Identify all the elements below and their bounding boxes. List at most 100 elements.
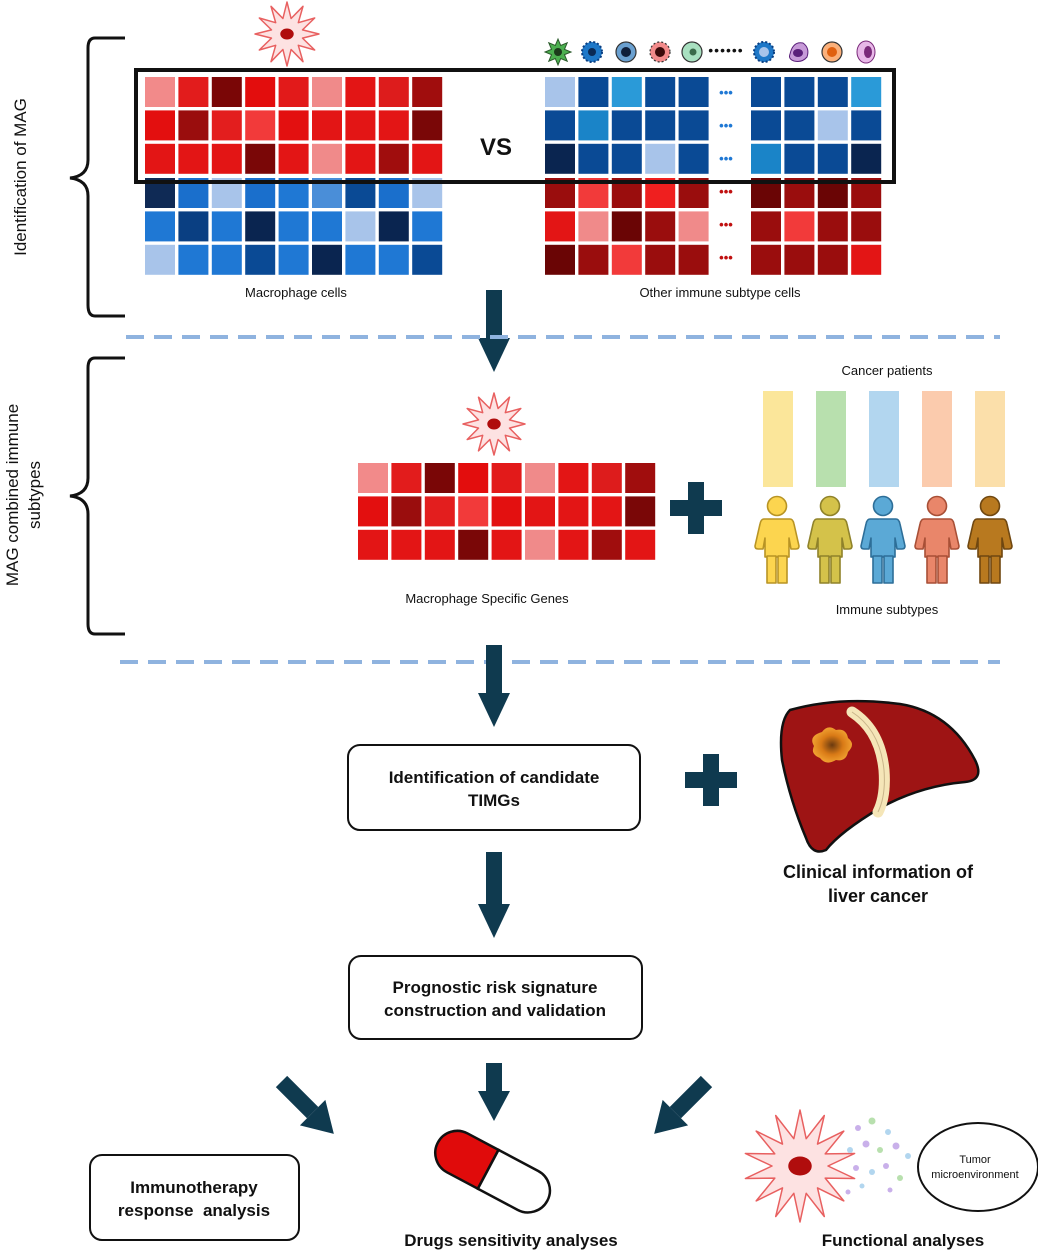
other-blue-cell	[784, 110, 815, 141]
macrophage-nucleus	[487, 418, 501, 430]
macrophage-red-cell	[345, 110, 376, 141]
macrophage-red-cell	[278, 110, 309, 141]
other-blue-cell	[545, 77, 575, 107]
immune-subtypes-label: Immune subtypes	[836, 602, 939, 617]
macrophage-cells-heatmap	[145, 77, 443, 275]
other-immune-heatmap	[545, 77, 882, 275]
macrophage-blue-cell	[378, 211, 409, 242]
genes-red-cell	[491, 496, 522, 527]
patient-bar	[763, 391, 793, 487]
person-icon	[754, 495, 800, 584]
liver-caption-line1: Clinical information of	[783, 862, 974, 882]
other-red-cell	[751, 211, 781, 242]
macrophage-blue-cell	[412, 211, 443, 242]
other-red-cell	[611, 244, 642, 275]
macrophage-red-cell	[145, 143, 175, 174]
genes-red-cell	[358, 463, 388, 493]
genes-red-cell	[424, 463, 455, 493]
dendritic-cell-icon	[543, 37, 573, 67]
other-blue-cell	[784, 143, 815, 174]
section-bracket-identification	[69, 36, 125, 318]
macrophage-red-cell	[378, 77, 409, 107]
macrophage-blue-cell	[278, 244, 309, 275]
candidate-timgs-line2: TIMGs	[468, 791, 520, 810]
other-red-cell	[578, 244, 609, 275]
patient-bar	[922, 391, 952, 487]
arrow-down-right	[654, 1075, 713, 1134]
other-blue-cell	[851, 77, 882, 107]
arrow-down-center	[478, 1063, 510, 1121]
other-blue-cell	[578, 110, 609, 141]
macrophage-red-cell	[211, 110, 242, 141]
macrophage-blue-cell	[345, 211, 376, 242]
other-red-cell	[678, 211, 709, 242]
other-blue-cell	[578, 77, 609, 107]
macrophage-blue-cell	[211, 211, 242, 242]
section-label-identification: Identification of MAG	[11, 98, 30, 256]
macrophage-blue-cell	[245, 211, 276, 242]
genes-red-cell	[625, 496, 656, 527]
genes-red-cell	[558, 496, 589, 527]
other-blue-cell	[851, 110, 882, 141]
other-blue-cell	[678, 143, 709, 174]
macrophage-red-cell	[278, 77, 309, 107]
macrophage-blue-cell	[211, 244, 242, 275]
other-red-cell	[817, 244, 848, 275]
macrophage-red-cell	[345, 143, 376, 174]
immunotherapy-line1: Immunotherapy	[130, 1178, 258, 1197]
pill-icon	[434, 1129, 552, 1214]
genes-red-cell	[591, 463, 622, 493]
genes-red-cell	[491, 463, 522, 493]
genes-red-cell	[625, 529, 656, 560]
immune-cell-icons	[543, 37, 876, 67]
macrophage-red-cell	[211, 77, 242, 107]
macrophage-blue-cell	[378, 244, 409, 275]
macrophage-nucleus	[788, 1156, 812, 1176]
tme-line2: microenvironment	[931, 1169, 1018, 1181]
macrophage-blue-cell	[412, 244, 443, 275]
other-red-cell	[645, 211, 676, 242]
other-blue-cell	[645, 143, 676, 174]
person-icon	[967, 495, 1013, 584]
genes-red-cell	[391, 529, 422, 560]
neutrophil-icon	[856, 40, 876, 64]
genes-red-cell	[358, 529, 388, 560]
macrophage-red-cell	[145, 77, 175, 107]
macrophage-red-cell	[312, 77, 342, 107]
other-red-cell	[784, 211, 815, 242]
functional-label: Functional analyses	[822, 1231, 985, 1250]
other-blue-cell	[751, 143, 781, 174]
blue-ellipsis-2: •••	[719, 118, 733, 133]
cancer-patients-label: Cancer patients	[841, 363, 933, 378]
blue-ellipsis-1: •••	[719, 85, 733, 100]
vs-label: VS	[480, 134, 512, 161]
macrophage-red-cell	[345, 77, 376, 107]
other-red-cell	[784, 244, 815, 275]
other-blue-cell	[545, 110, 575, 141]
genes-red-cell	[525, 529, 555, 560]
arrow-down-2	[478, 645, 510, 727]
other-red-cell	[578, 211, 609, 242]
other-immune-label: Other immune subtype cells	[639, 285, 801, 300]
other-blue-cell	[678, 77, 709, 107]
other-red-cell	[645, 244, 676, 275]
plasma-cell-icon	[753, 41, 775, 63]
macrophage-cells-label: Macrophage cells	[245, 285, 347, 300]
candidate-timgs-line1: Identification of candidate	[389, 768, 600, 787]
other-red-cell	[545, 211, 575, 242]
plus-icon-middle	[670, 482, 722, 534]
macrophage-red-cell	[412, 143, 443, 174]
other-blue-cell	[817, 77, 848, 107]
macrophage-genes-heatmap	[358, 463, 656, 560]
macrophage-red-cell	[412, 110, 443, 141]
genes-red-cell	[558, 463, 589, 493]
patient-figures	[754, 495, 1013, 584]
person-icon	[807, 495, 853, 584]
cytokine-particles	[845, 1117, 911, 1195]
macrophage-red-cell	[412, 77, 443, 107]
genes-red-cell	[591, 529, 622, 560]
drugs-label: Drugs sensitivity analyses	[404, 1231, 618, 1250]
immunotherapy-box	[89, 1154, 300, 1241]
macrophage-blue-cell	[245, 244, 276, 275]
genes-red-cell	[458, 529, 489, 560]
